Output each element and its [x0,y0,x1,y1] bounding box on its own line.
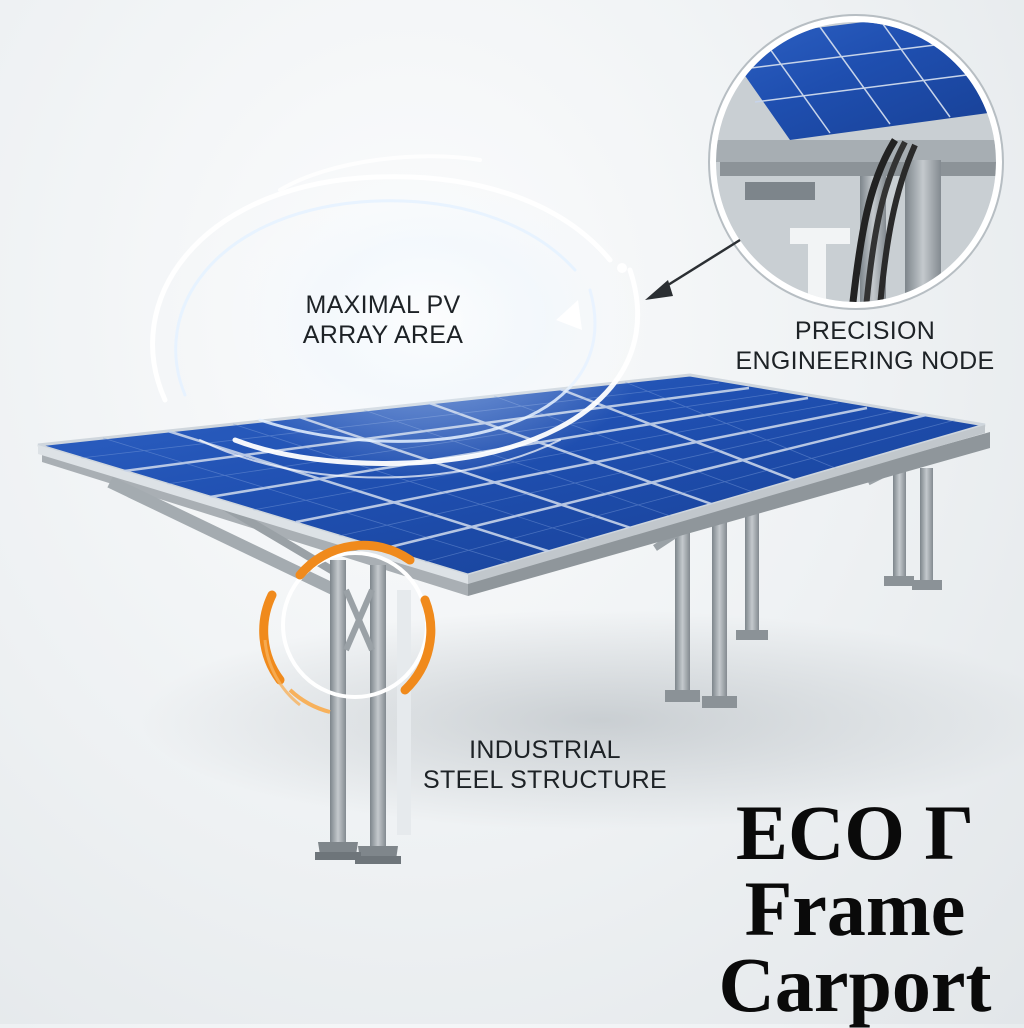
callout-steel-line2: STEEL STRUCTURE [423,766,667,794]
back-columns [653,462,942,708]
callout-steel-structure: INDUSTRIAL STEEL STRUCTURE [400,735,690,795]
brand-line2: Frame [744,865,966,952]
brand-title: ECO Γ Frame Carport [690,789,1020,1028]
callout-node-line1: PRECISION [794,317,936,345]
energy-flow-rings [150,154,660,480]
ground-shadow [140,610,1024,830]
callout-engineering-node: PRECISION ENGINEERING NODE [720,316,1010,376]
brand-line1: ECO Γ [735,789,975,876]
engineering-node-zoom-inset [708,14,1004,310]
joint-highlight-rings [259,540,436,714]
brand-line3: Carport [718,941,992,1028]
callout-pv-line2: ARRAY AREA [302,321,464,349]
callout-pv-array-area: MAXIMAL PV ARRAY AREA [258,290,508,350]
callout-node-line2: ENGINEERING NODE [735,347,995,375]
callout-steel-line1: INDUSTRIAL [469,736,621,764]
front-columns [315,560,411,864]
node-pointer-arrow [645,238,741,300]
callout-pv-line1: MAXIMAL PV [305,291,461,319]
